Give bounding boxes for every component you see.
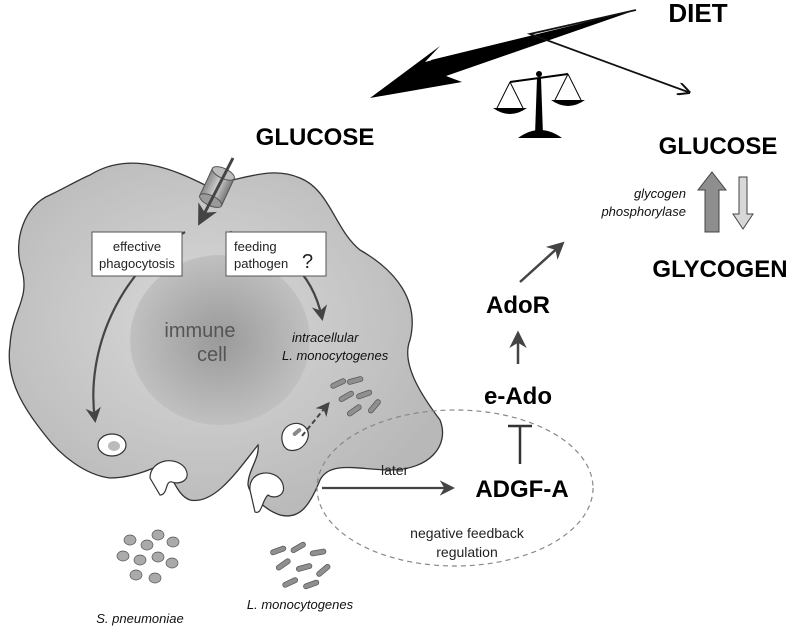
l-monocytogenes-rods-group <box>270 541 331 590</box>
feeding-pathogen-line2: pathogen <box>234 256 288 271</box>
immune-cell-label-line1: immune <box>164 320 235 342</box>
negative-feedback-ellipse <box>316 409 594 567</box>
effective-phagocytosis-box <box>91 231 183 277</box>
phagocytic-cup-right <box>249 472 285 513</box>
immune-cell-label-line2: cell <box>197 344 227 366</box>
glycogen-to-glucose-up-arrow <box>696 171 728 233</box>
glucose-to-glycogen-down-arrow <box>732 176 754 230</box>
nucleus <box>130 255 310 425</box>
negative-feedback-line1: negative feedback <box>410 525 525 541</box>
phagosome-right <box>281 422 309 452</box>
l-monocytogenes-label: L. monocytogenes <box>247 597 354 612</box>
s-pneumoniae-label: S. pneumoniae <box>96 611 183 626</box>
later-label: later <box>381 462 409 478</box>
intracellular-bacteria-group <box>330 376 381 417</box>
ador-to-phosphorylase-arrow <box>519 241 565 283</box>
effective-phagocytosis-line1: effective <box>113 239 161 254</box>
glycogen-phosphorylase-line2: phosphorylase <box>600 204 686 219</box>
question-mark: ? <box>302 251 313 273</box>
phagocytic-cup-left <box>149 460 188 496</box>
bacterium-in-phagosome <box>108 441 120 451</box>
bacterium-in-phagosome-right <box>292 428 302 436</box>
balance-scale-icon <box>493 71 585 138</box>
diet-to-glucose-thin-arrow <box>526 9 688 92</box>
feeding-pathogen-line1: feeding <box>234 239 277 254</box>
glycogen-label: GLYCOGEN <box>652 256 787 283</box>
bacterial-escape-arrow <box>301 401 330 437</box>
intracellular-label-line2: L. monocytogenes <box>282 348 389 363</box>
diet-label: DIET <box>668 0 727 28</box>
s-pneumoniae-cocci-group <box>116 529 180 584</box>
feeding-pathogen-box <box>225 231 327 277</box>
diet-to-glucose-big-arrow <box>370 10 636 98</box>
effective-phagocytosis-line2: phagocytosis <box>99 256 175 271</box>
glucose-uptake-arrow <box>198 157 235 226</box>
diet-to-glucose-wedge <box>431 10 636 70</box>
adgfa-label: ADGF-A <box>475 476 568 503</box>
glucose-right-label: GLUCOSE <box>659 133 778 160</box>
negative-feedback-line2: regulation <box>436 544 498 560</box>
ador-label: AdoR <box>486 292 550 319</box>
eado-label: e-Ado <box>484 383 552 410</box>
intracellular-label-line1: intracellular <box>292 330 359 345</box>
glucose-left-label: GLUCOSE <box>256 124 375 151</box>
glycogen-phosphorylase-line1: glycogen <box>634 186 686 201</box>
